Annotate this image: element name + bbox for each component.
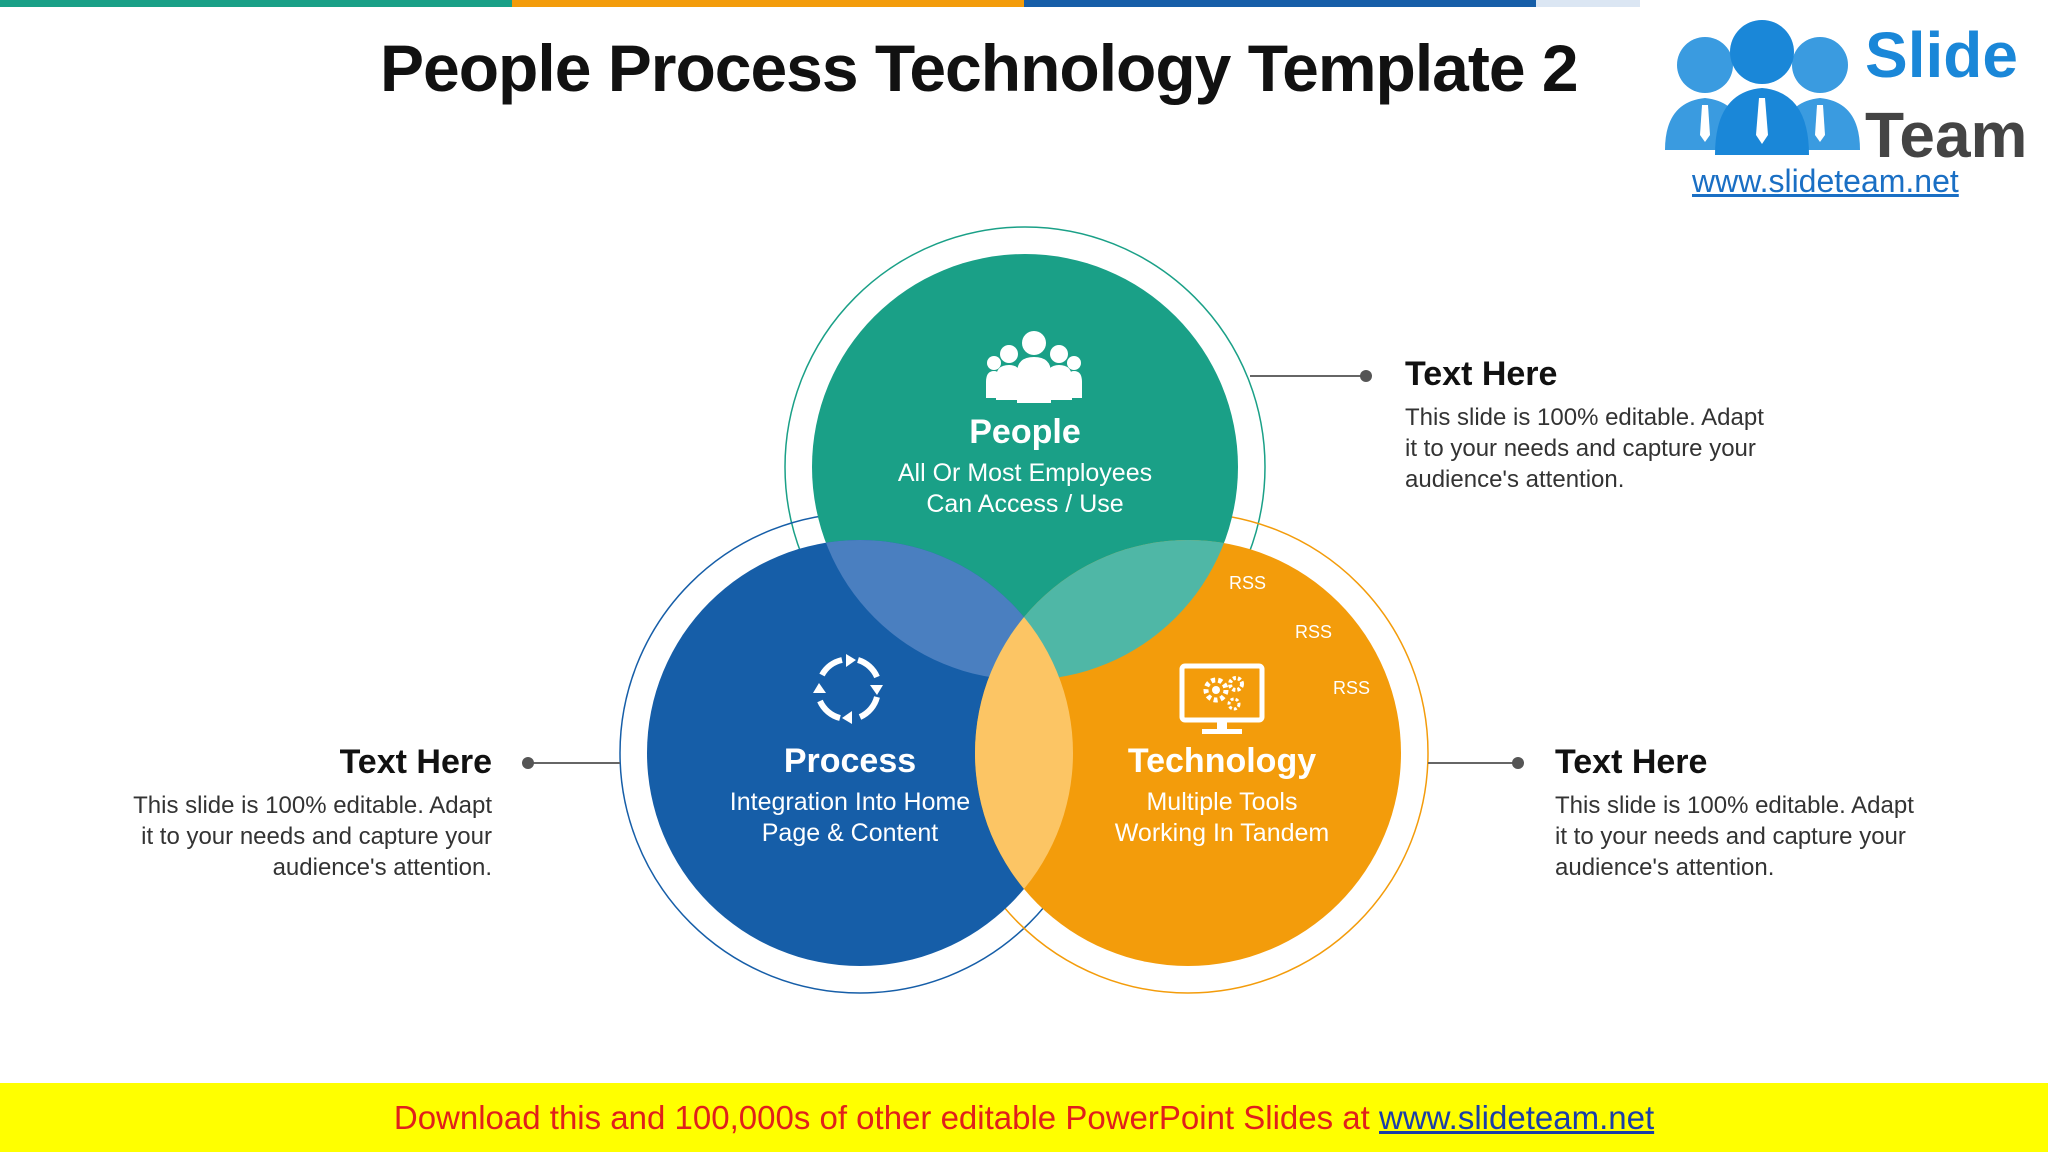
technology-line2: Working In Tandem bbox=[1114, 819, 1330, 847]
connector-dot-right bbox=[1512, 757, 1524, 769]
people-group-icon bbox=[986, 331, 1082, 403]
overlap-people-process bbox=[812, 540, 1073, 680]
callout-line: audience's attention. bbox=[1555, 854, 1775, 881]
people-logo-icon bbox=[1665, 20, 1860, 155]
process-line1: Integration Into Home bbox=[729, 788, 971, 816]
footer-text: Download this and 100,000s of other edit… bbox=[393, 1099, 1379, 1136]
venn-diagram bbox=[522, 226, 1524, 994]
people-title: People bbox=[969, 413, 1081, 451]
connector-dot-left bbox=[522, 757, 534, 769]
logo-brand-team: Team bbox=[1865, 99, 2028, 171]
callout-line: it to your needs and capture your bbox=[141, 823, 492, 850]
rss-label: RSS bbox=[1295, 622, 1333, 642]
callout-line: This slide is 100% editable. Adapt bbox=[1405, 404, 1764, 431]
rss-label: RSS bbox=[1229, 573, 1267, 593]
slide-title: People Process Technology Template 2 bbox=[380, 31, 1579, 105]
logo-brand-slide: Slide bbox=[1865, 19, 2018, 91]
callout-left: Text Here This slide is 100% editable. A… bbox=[72, 743, 492, 883]
people-line2: Can Access / Use bbox=[926, 490, 1124, 518]
people-label: People All Or Most Employees Can Access … bbox=[855, 413, 1195, 520]
overlap-people-technology bbox=[975, 540, 1238, 680]
monitor-gears-icon bbox=[1179, 663, 1265, 734]
callout-body: This slide is 100% editable. Adapt it to… bbox=[72, 790, 492, 883]
callout-title: Text Here bbox=[339, 743, 492, 781]
callout-title: Text Here bbox=[1555, 743, 1708, 781]
technology-label: Technology Multiple Tools Working In Tan… bbox=[1052, 742, 1392, 849]
callout-line: This slide is 100% editable. Adapt bbox=[1555, 792, 1914, 819]
callout-line: audience's attention. bbox=[1405, 466, 1625, 493]
top-bar-segment-teal bbox=[0, 0, 512, 7]
rss-label: RSS bbox=[1333, 678, 1371, 698]
process-line2: Page & Content bbox=[761, 819, 939, 847]
technology-line1: Multiple Tools bbox=[1146, 788, 1298, 816]
people-line1: All Or Most Employees bbox=[897, 459, 1153, 487]
footer-link[interactable]: www.slideteam.net bbox=[1379, 1099, 1655, 1136]
callout-line: audience's attention. bbox=[272, 854, 492, 881]
cycle-arrows-icon bbox=[813, 654, 883, 724]
process-label: Process Integration Into Home Page & Con… bbox=[680, 742, 1020, 849]
callout-body: This slide is 100% editable. Adapt it to… bbox=[1555, 790, 1975, 883]
download-banner: Download this and 100,000s of other edit… bbox=[0, 1083, 2048, 1152]
callout-line: This slide is 100% editable. Adapt bbox=[133, 792, 492, 819]
technology-title: Technology bbox=[1127, 742, 1317, 780]
logo-url-link[interactable]: www.slideteam.net bbox=[1692, 163, 1959, 199]
callout-top-right: Text Here This slide is 100% editable. A… bbox=[1405, 355, 1825, 495]
callout-line: it to your needs and capture your bbox=[1555, 823, 1906, 850]
top-bar-segment-blue bbox=[1024, 0, 1536, 7]
callout-body: This slide is 100% editable. Adapt it to… bbox=[1405, 402, 1825, 495]
callout-right: Text Here This slide is 100% editable. A… bbox=[1555, 743, 1975, 883]
top-bar-segment-orange bbox=[512, 0, 1024, 7]
callout-line: it to your needs and capture your bbox=[1405, 435, 1756, 462]
slideteam-logo[interactable]: Slide Team www.slideteam.net bbox=[1640, 0, 2048, 200]
process-title: Process bbox=[783, 742, 917, 780]
connector-dot-top-right bbox=[1360, 370, 1372, 382]
callout-title: Text Here bbox=[1405, 355, 1558, 393]
